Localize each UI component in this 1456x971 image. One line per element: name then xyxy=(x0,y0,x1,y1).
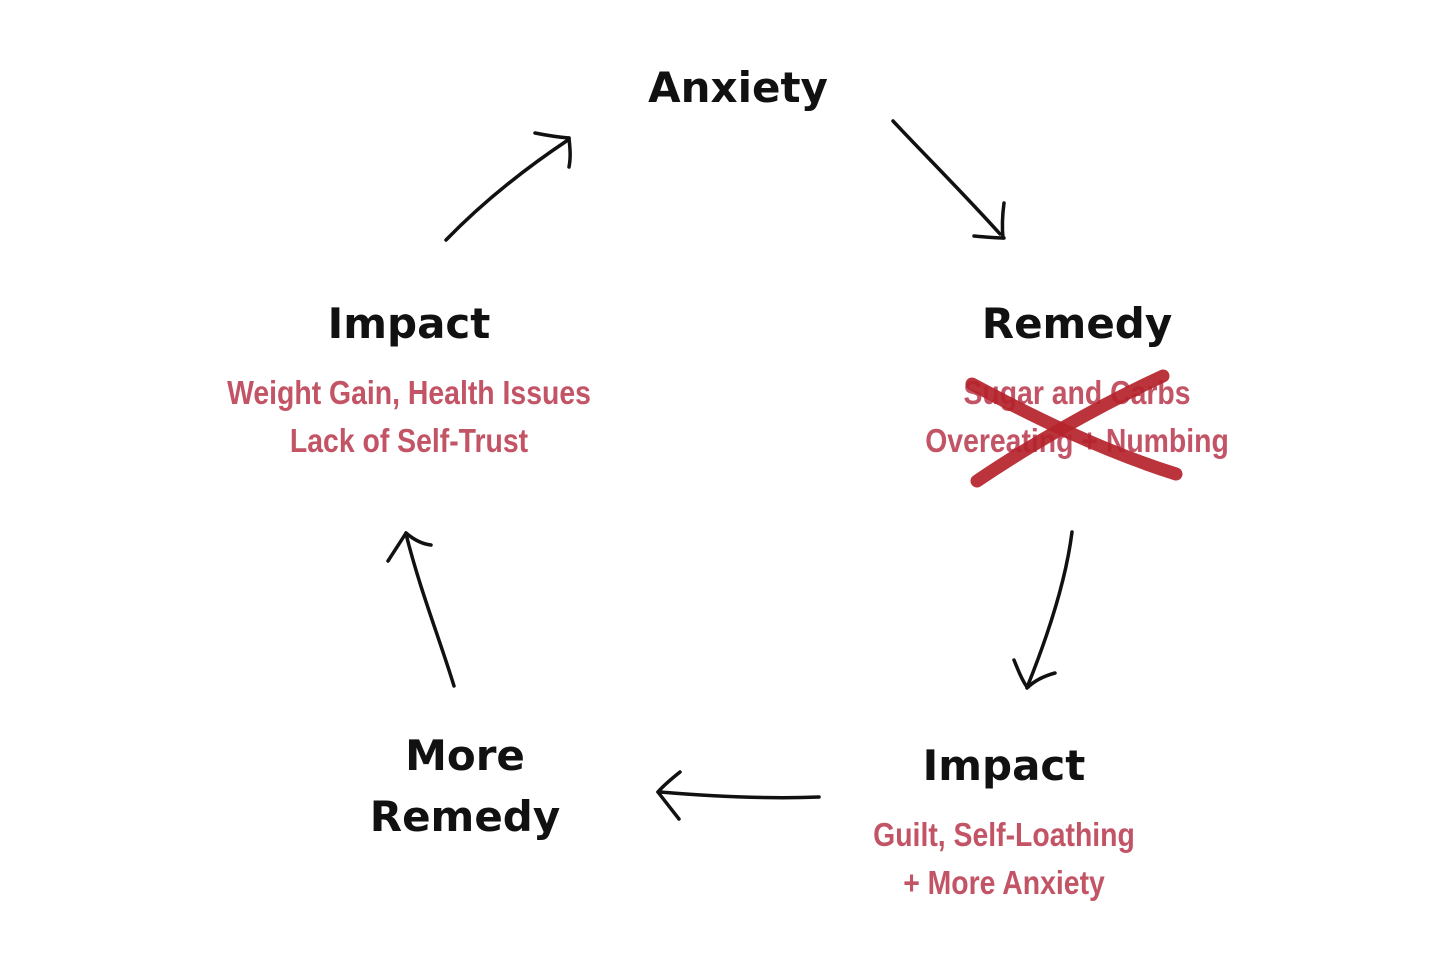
node-more-remedy-title-line-1: More xyxy=(405,731,525,780)
cross-stroke-2 xyxy=(970,369,1170,488)
arrow-remedy-to-impact xyxy=(1012,530,1074,690)
node-anxiety: Anxiety xyxy=(648,58,828,119)
arrow-impact-to-anxiety xyxy=(444,131,572,242)
node-impact-right-details: Guilt, Self-Loathing + More Anxiety xyxy=(873,811,1135,907)
node-impact-right: Impact Guilt, Self-Loathing + More Anxie… xyxy=(852,736,1156,907)
node-impact-left-line-1: Weight Gain, Health Issues xyxy=(227,373,591,411)
node-anxiety-title: Anxiety xyxy=(648,63,828,112)
node-impact-right-line-2: + More Anxiety xyxy=(903,863,1105,901)
node-impact-right-title: Impact xyxy=(922,741,1086,790)
arrow-anxiety-to-remedy xyxy=(891,119,1006,240)
arrow-more-remedy-to-impact xyxy=(386,531,456,688)
node-more-remedy-title-line-2: Remedy xyxy=(369,791,561,841)
node-more-remedy: More Remedy xyxy=(370,726,561,848)
node-remedy: Remedy Sugar and Carbs Overeating + Numb… xyxy=(901,294,1254,465)
node-impact-left-details: Weight Gain, Health Issues Lack of Self-… xyxy=(227,369,591,465)
node-impact-left-title: Impact xyxy=(327,299,491,348)
node-impact-left: Impact Weight Gain, Health Issues Lack o… xyxy=(198,294,621,465)
node-impact-left-line-2: Lack of Self-Trust xyxy=(289,421,529,459)
node-impact-right-line-1: Guilt, Self-Loathing xyxy=(873,815,1135,853)
node-remedy-title: Remedy xyxy=(981,299,1173,348)
arrow-impact-to-more-remedy xyxy=(656,770,821,821)
